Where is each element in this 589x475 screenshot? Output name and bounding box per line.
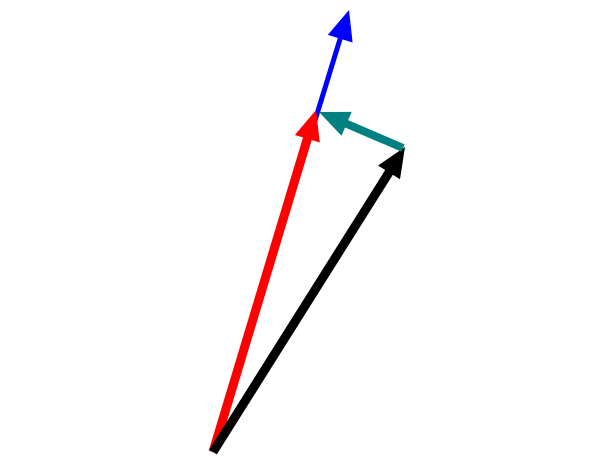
red-vector-shaft (208, 135, 313, 454)
black-vector-shaft (209, 168, 394, 455)
blue-vector-arrowhead (327, 10, 353, 43)
red-vector (208, 110, 320, 454)
vectors-group (208, 10, 405, 455)
teal-vector (319, 111, 405, 152)
red-vector-arrowhead (294, 110, 320, 143)
black-vector (209, 147, 405, 455)
teal-vector-arrowhead (319, 111, 352, 136)
teal-vector-shaft (343, 119, 405, 152)
black-vector-arrowhead (378, 147, 405, 180)
